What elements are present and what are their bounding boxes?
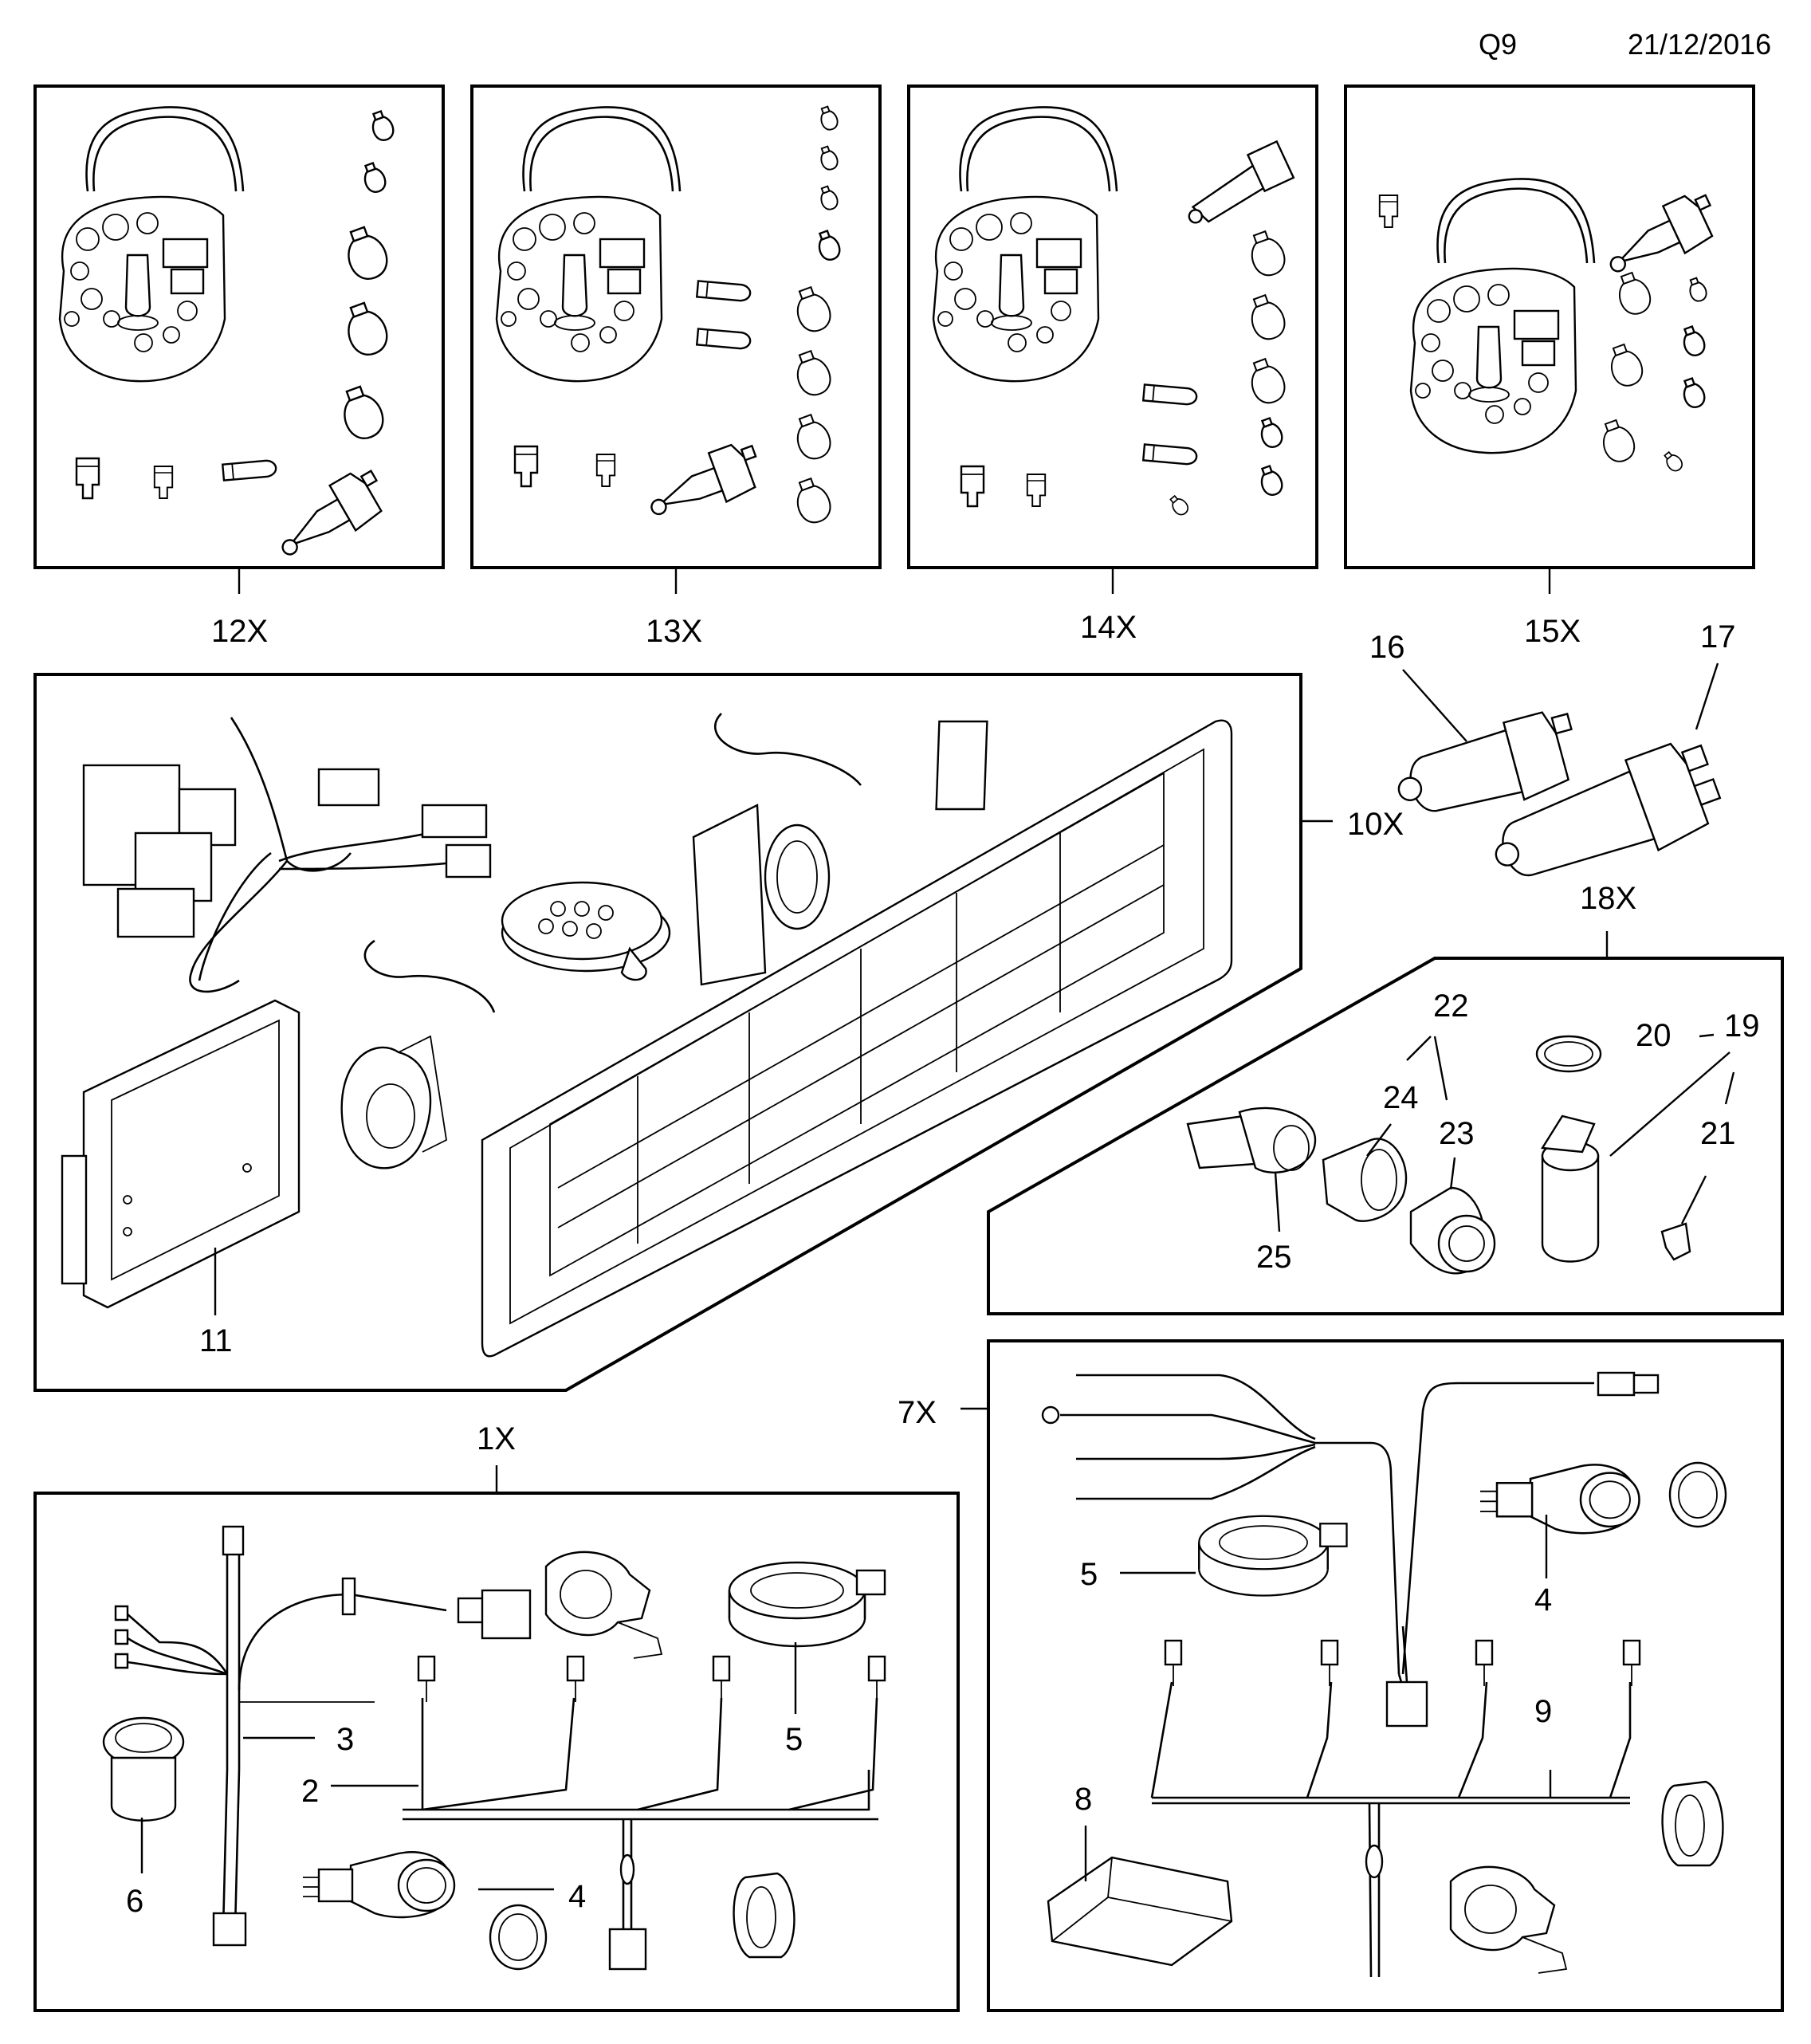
callout-1x: 1X xyxy=(477,1421,516,1456)
callout-17: 17 xyxy=(1700,619,1736,654)
diagram-date: 21/12/2016 xyxy=(1628,28,1771,61)
callout-23: 23 xyxy=(1439,1116,1475,1151)
callout-11: 11 xyxy=(199,1323,233,1358)
callout-10x: 10X xyxy=(1347,807,1404,842)
callout-25: 25 xyxy=(1256,1240,1292,1275)
callout-22: 22 xyxy=(1433,989,1469,1024)
callout-9: 9 xyxy=(1534,1694,1552,1729)
kit-18x-box xyxy=(987,931,1784,1315)
callout-2: 2 xyxy=(301,1774,319,1809)
bulb-17 xyxy=(1495,662,1722,876)
callout-4-left: 4 xyxy=(568,1879,586,1914)
kit-10x-box xyxy=(33,673,1333,1392)
label-14x: 14X xyxy=(1080,610,1137,645)
kit-15x-box xyxy=(1344,85,1755,594)
label-13x: 13X xyxy=(646,614,702,649)
kit-1x-box xyxy=(33,1465,960,2012)
label-12x: 12X xyxy=(211,614,268,649)
bulb-16 xyxy=(1397,669,1573,812)
callout-16: 16 xyxy=(1369,630,1405,665)
callout-3: 3 xyxy=(336,1722,354,1757)
callout-8: 8 xyxy=(1074,1782,1092,1817)
callout-19: 19 xyxy=(1724,1008,1760,1044)
callout-24: 24 xyxy=(1383,1080,1419,1115)
callout-18x: 18X xyxy=(1580,881,1636,916)
kit-12x-box xyxy=(33,85,445,594)
callout-5-right: 5 xyxy=(1080,1557,1098,1592)
kit-7x-box xyxy=(960,1339,1784,2012)
kit-13x-box xyxy=(470,85,882,594)
callout-6: 6 xyxy=(126,1884,143,1919)
callout-7x: 7X xyxy=(898,1395,937,1430)
callout-4-right: 4 xyxy=(1534,1582,1552,1618)
label-15x: 15X xyxy=(1524,614,1581,649)
callout-5-left: 5 xyxy=(785,1722,803,1757)
callout-21: 21 xyxy=(1700,1116,1736,1151)
kit-14x-box xyxy=(907,85,1318,594)
callout-20: 20 xyxy=(1636,1018,1672,1053)
diagram-code: Q9 xyxy=(1479,28,1517,61)
